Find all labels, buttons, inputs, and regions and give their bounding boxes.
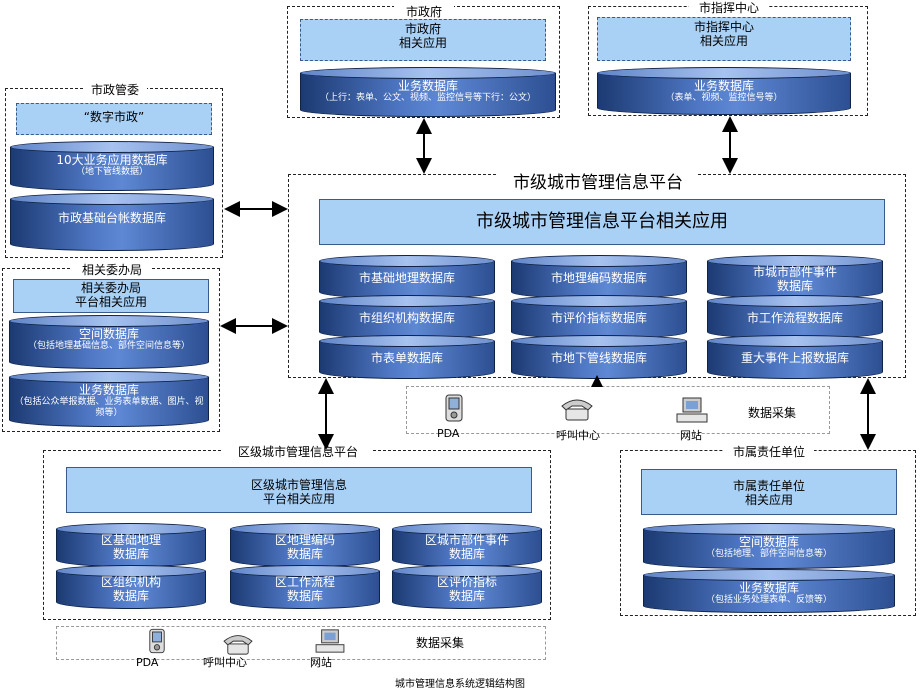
zeren-db2: 业务数据库（包括业务处理表单、反馈等） bbox=[643, 569, 895, 613]
city-call-label: 呼叫中心 bbox=[556, 429, 600, 442]
zeren-db2-sub: （包括业务处理表单、反馈等） bbox=[705, 595, 832, 605]
shizhengfu-title: 市政府 bbox=[394, 5, 454, 19]
weibanju-db1-sub: （包括地理基础信息、部件空间信息等） bbox=[27, 341, 190, 351]
district-db-1: 区地理编码 数据库 bbox=[230, 523, 380, 567]
city-db-6: 市表单数据库 bbox=[319, 335, 495, 379]
city-web-label: 网站 bbox=[680, 429, 702, 442]
district-app: 区级城市管理信息 平台相关应用 bbox=[66, 467, 532, 513]
district-collect-box bbox=[56, 626, 546, 660]
city-app: 市级城市管理信息平台相关应用 bbox=[319, 199, 885, 245]
city-db-7-label: 市地下管线数据库 bbox=[550, 351, 647, 365]
zeren-db1-sub: （包括地理、部件空间信息等） bbox=[705, 549, 832, 559]
city-db-6-label: 市表单数据库 bbox=[370, 351, 443, 365]
weibanju-app: 相关委办局 平台相关应用 bbox=[13, 279, 209, 313]
zhihui-app: 市指挥中心 相关应用 bbox=[597, 17, 851, 61]
zhihui-panel: 市指挥中心 市指挥中心 相关应用 业务数据库（表单、视频、监控信号等） bbox=[588, 1, 868, 116]
shizheng-title: 市政管委 bbox=[83, 83, 147, 97]
city-collect-label: 数据采集 bbox=[748, 406, 797, 420]
weibanju-db2: 业务数据库（包括公众举报数据、业务表单数据、图片、视频等） bbox=[9, 371, 209, 427]
city-db-4: 市评价指标数据库 bbox=[511, 295, 687, 339]
city-db-2: 市城市部件事件 数据库 bbox=[707, 255, 883, 299]
shizheng-db1: 10大业务应用数据库（地下管线数据） bbox=[10, 141, 214, 191]
shizhengfu-db-title: 业务数据库 bbox=[397, 79, 458, 93]
city-panel: 市级城市管理信息平台 市级城市管理信息平台相关应用 市基础地理数据库 市地理编码数… bbox=[288, 173, 906, 379]
city-db-5: 市工作流程数据库 bbox=[707, 295, 883, 339]
city-db-0-label: 市基础地理数据库 bbox=[358, 271, 455, 285]
city-db-3-label: 市组织机构数据库 bbox=[358, 311, 455, 325]
city-db-1-label: 市地理编码数据库 bbox=[550, 271, 647, 285]
weibanju-db1: 空间数据库（包括地理基础信息、部件空间信息等） bbox=[9, 315, 209, 369]
weibanju-db2-sub: （包括公众举报数据、业务表单数据、图片、视频等） bbox=[14, 397, 204, 418]
district-web-label: 网站 bbox=[310, 656, 332, 669]
zhihui-title: 市指挥中心 bbox=[689, 1, 769, 15]
shizheng-db2-title: 市政基础台帐数据库 bbox=[57, 211, 166, 225]
district-db-5-label: 区评价指标 数据库 bbox=[436, 575, 497, 603]
shizheng-panel: 市政管委 “数字市政” 10大业务应用数据库（地下管线数据） 市政基础台帐数据库 bbox=[5, 83, 223, 258]
zhihui-db-sub: （表单、视频、监控信号等） bbox=[665, 93, 783, 103]
zeren-title: 市属责任单位 bbox=[724, 445, 814, 459]
shizheng-app: “数字市政” bbox=[16, 103, 212, 135]
weibanju-panel: 相关委办局 相关委办局 平台相关应用 空间数据库（包括地理基础信息、部件空间信息… bbox=[2, 263, 220, 432]
shizheng-db1-sub: （地下管线数据） bbox=[75, 167, 148, 177]
city-db-1: 市地理编码数据库 bbox=[511, 255, 687, 299]
district-db-3-label: 区组织机构 数据库 bbox=[100, 575, 161, 603]
district-db-3: 区组织机构 数据库 bbox=[56, 565, 206, 609]
shizhengfu-panel: 市政府 市政府 相关应用 业务数据库（上行：表单、公文、视频、监控信号等下行：公… bbox=[287, 5, 560, 118]
district-db-0: 区基础地理 数据库 bbox=[56, 523, 206, 567]
shizhengfu-db: 业务数据库（上行：表单、公文、视频、监控信号等下行：公文） bbox=[300, 67, 556, 117]
district-db-5: 区评价指标 数据库 bbox=[392, 565, 542, 609]
city-phone-icon bbox=[557, 394, 597, 424]
district-panel: 区级城市管理信息平台 区级城市管理信息 平台相关应用 区基础地理 数据库区地理编… bbox=[43, 445, 551, 620]
city-pda-label: PDA bbox=[437, 427, 460, 440]
district-db-4: 区工作流程 数据库 bbox=[230, 565, 380, 609]
zeren-db2-title: 业务数据库 bbox=[738, 581, 799, 595]
weibanju-db1-title: 空间数据库 bbox=[78, 327, 139, 341]
shizheng-db1-title: 10大业务应用数据库 bbox=[56, 153, 168, 167]
district-db-4-label: 区工作流程 数据库 bbox=[274, 575, 335, 603]
shizhengfu-app: 市政府 相关应用 bbox=[300, 19, 546, 61]
city-db-2-label: 市城市部件事件 数据库 bbox=[752, 265, 837, 293]
city-db-4-label: 市评价指标数据库 bbox=[550, 311, 647, 325]
zeren-panel: 市属责任单位 市属责任单位 相关应用 空间数据库（包括地理、部件空间信息等） 业… bbox=[620, 445, 916, 616]
weibanju-title: 相关委办局 bbox=[72, 263, 152, 277]
city-db-5-label: 市工作流程数据库 bbox=[746, 311, 843, 325]
city-collect-box bbox=[406, 386, 830, 434]
district-web-icon bbox=[310, 628, 350, 654]
weibanju-db2-title: 业务数据库 bbox=[78, 383, 139, 397]
district-db-0-label: 区基础地理 数据库 bbox=[100, 533, 161, 561]
district-collect-label: 数据采集 bbox=[416, 636, 465, 650]
district-db-1-label: 区地理编码 数据库 bbox=[274, 533, 335, 561]
city-db-8: 重大事件上报数据库 bbox=[707, 335, 883, 379]
zhihui-db-title: 业务数据库 bbox=[693, 79, 754, 93]
city-db-7: 市地下管线数据库 bbox=[511, 335, 687, 379]
district-phone-icon bbox=[218, 630, 258, 656]
caption: 城市管理信息系统逻辑结构图 bbox=[395, 679, 525, 690]
city-web-icon bbox=[672, 396, 712, 426]
zeren-app: 市属责任单位 相关应用 bbox=[641, 469, 897, 515]
district-db-2-label: 区城市部件事件 数据库 bbox=[424, 533, 509, 561]
city-title: 市级城市管理信息平台 bbox=[498, 173, 698, 193]
district-pda-label: PDA bbox=[136, 656, 159, 669]
zeren-db1: 空间数据库（包括地理、部件空间信息等） bbox=[643, 523, 895, 569]
shizheng-db2: 市政基础台帐数据库 bbox=[10, 193, 214, 251]
city-db-0: 市基础地理数据库 bbox=[319, 255, 495, 299]
district-pda-icon bbox=[145, 628, 169, 656]
city-db-8-label: 重大事件上报数据库 bbox=[740, 351, 849, 365]
zeren-db1-title: 空间数据库 bbox=[738, 535, 799, 549]
city-pda-icon bbox=[440, 394, 468, 424]
shizhengfu-db-sub: （上行：表单、公文、视频、监控信号等下行：公文） bbox=[319, 93, 536, 103]
district-call-label: 呼叫中心 bbox=[203, 656, 247, 669]
zhihui-db: 业务数据库（表单、视频、监控信号等） bbox=[597, 67, 851, 115]
